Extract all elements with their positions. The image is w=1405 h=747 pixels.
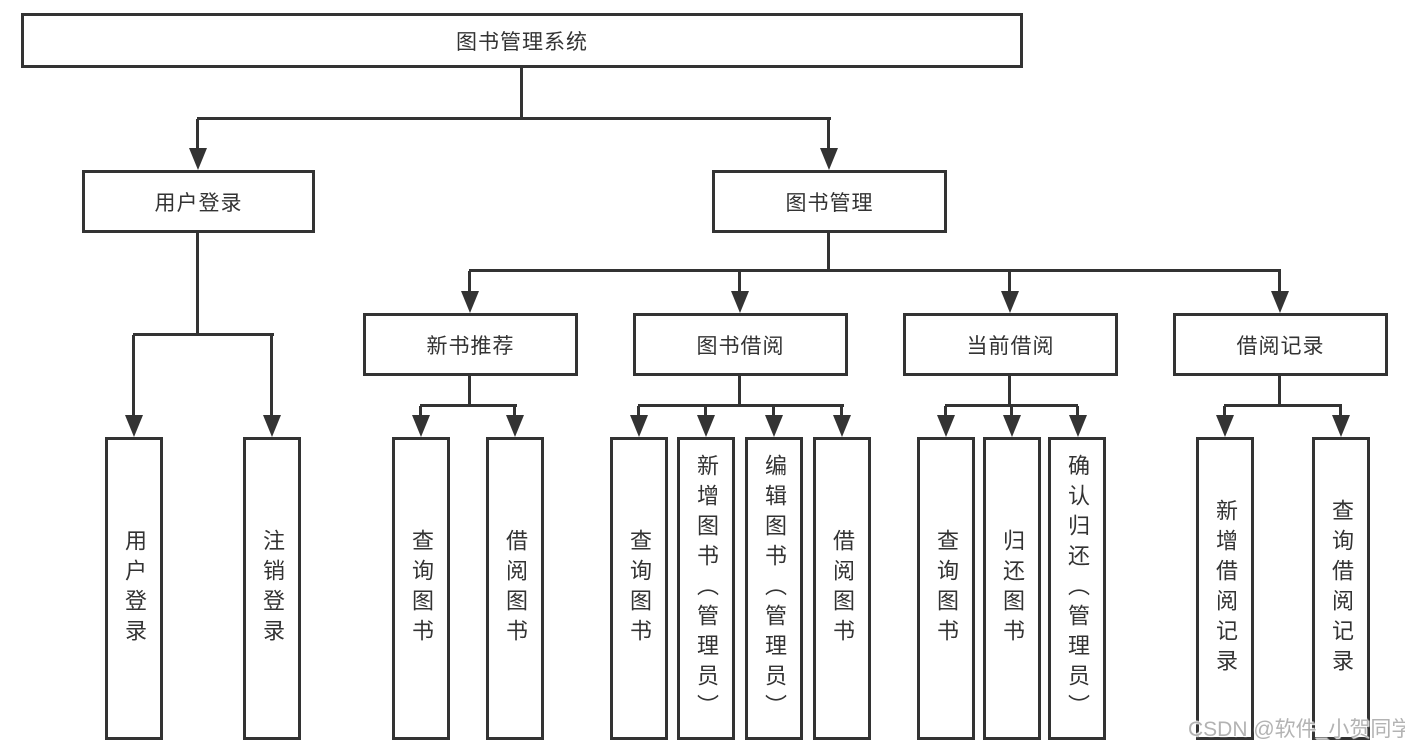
node-new-book-recommend: 新书推荐 [363,313,578,376]
node-borrowing-records: 借阅记录 [1173,313,1388,376]
connector-book-mgmt-stub [827,233,830,271]
arrow-down-icon [937,415,955,437]
connector-book-mgmt-hbar [469,269,1281,272]
node-book-management: 图书管理 [712,170,947,233]
connector-leaf-line [637,406,640,415]
connector-leaf-line [1223,406,1226,415]
connector-leaf-line [840,406,843,415]
arrow-down-icon [820,148,838,170]
node-borrowing-records-label: 借阅记录 [1236,334,1325,358]
arrow-down-icon [1003,415,1021,437]
arrow-down-icon [1001,291,1019,313]
leaf-add-borrow-record: 新增借阅记录 [1196,437,1254,740]
connector-current-borrow-stub [1008,376,1011,406]
node-user-login: 用户登录 [82,170,315,233]
leaf-user-login-label: 用户登录 [122,528,147,649]
arrow-down-icon [697,415,715,437]
connector-root-hbar [197,117,831,120]
node-book-borrowing: 图书借阅 [633,313,848,376]
leaf-borrow-books-1: 借阅图书 [486,437,544,740]
leaf-query-borrow-record-label: 查询借阅记录 [1329,498,1354,679]
node-book-management-label: 图书管理 [785,191,874,215]
connector-leaf-line [772,406,775,415]
connector-current-borrow-hbar [945,404,1078,407]
arrow-down-icon [1271,291,1289,313]
leaf-query-books-3: 查询图书 [917,437,975,740]
connector-borrow-record-hbar [1224,404,1342,407]
connector-book-borrow-stub [738,376,741,406]
connector-user-login-stub [196,233,199,335]
connector-user-login-hbar [133,333,274,336]
connector-to-book-borrow-line [738,271,741,291]
leaf-borrow-books-1-label: 借阅图书 [503,528,528,649]
node-new-book-recommend-label: 新书推荐 [426,334,515,358]
connector-borrow-record-stub [1278,376,1281,406]
leaf-logout: 注销登录 [243,437,301,740]
connector-new-book-stub [468,376,471,406]
arrow-down-icon [630,415,648,437]
connector-root-stub [520,68,523,119]
leaf-edit-books-admin: 编辑图书（管理员） [745,437,803,740]
node-root-library-management-system: 图书管理系统 [21,13,1023,68]
leaf-query-books-2-label: 查询图书 [627,528,652,649]
connector-leaf-line [419,406,422,415]
connector-leaf-line [1010,406,1013,415]
connector-book-borrow-hbar [638,404,844,407]
node-root-label: 图书管理系统 [456,30,588,54]
leaf-user-login: 用户登录 [105,437,163,740]
connector-leaf-line [944,406,947,415]
leaf-edit-books-admin-label: 编辑图书（管理员） [762,453,787,724]
leaf-add-books-admin: 新增图书（管理员） [677,437,735,740]
connector-leaf-line [513,406,516,415]
connector-to-current-borrow-line [1008,271,1011,291]
leaf-return-books-label: 归还图书 [1000,528,1025,649]
node-current-borrowing: 当前借阅 [903,313,1118,376]
arrow-down-icon [1332,415,1350,437]
leaf-return-books: 归还图书 [983,437,1041,740]
node-user-login-label: 用户登录 [154,191,243,215]
arrow-down-icon [125,415,143,437]
connector-leaf-line [1076,406,1079,415]
leaf-query-books-1-label: 查询图书 [409,528,434,649]
connector-to-new-book-line [468,271,471,291]
arrow-down-icon [412,415,430,437]
node-current-borrowing-label: 当前借阅 [966,334,1055,358]
connector-root-to-user-login-line [196,119,199,149]
arrow-down-icon [1069,415,1087,437]
leaf-add-borrow-record-label: 新增借阅记录 [1213,498,1238,679]
connector-leaf-line [704,406,707,415]
connector-new-book-hbar [420,404,517,407]
connector-leaf-line [1339,406,1342,415]
arrow-down-icon [731,291,749,313]
leaf-query-books-3-label: 查询图书 [934,528,959,649]
leaf-query-books-1: 查询图书 [392,437,450,740]
connector-to-leaf-logout-line [270,335,273,415]
arrow-down-icon [1216,415,1234,437]
connector-to-borrow-record-line [1278,271,1281,291]
arrow-down-icon [765,415,783,437]
arrow-down-icon [506,415,524,437]
arrow-down-icon [833,415,851,437]
leaf-logout-label: 注销登录 [260,528,285,649]
leaf-borrow-books-2-label: 借阅图书 [830,528,855,649]
arrow-down-icon [461,291,479,313]
arrow-down-icon [263,415,281,437]
leaf-query-borrow-record: 查询借阅记录 [1312,437,1370,740]
connector-root-to-book-mgmt-line [827,119,830,149]
csdn-watermark: CSDN @软件_小贺同学 [1188,718,1405,741]
leaf-add-books-admin-label: 新增图书（管理员） [694,453,719,724]
leaf-confirm-return-admin-label: 确认归还（管理员） [1065,453,1090,724]
leaf-borrow-books-2: 借阅图书 [813,437,871,740]
leaf-query-books-2: 查询图书 [610,437,668,740]
node-book-borrowing-label: 图书借阅 [696,334,785,358]
arrow-down-icon [189,148,207,170]
connector-to-leaf-login-line [132,335,135,415]
leaf-confirm-return-admin: 确认归还（管理员） [1048,437,1106,740]
